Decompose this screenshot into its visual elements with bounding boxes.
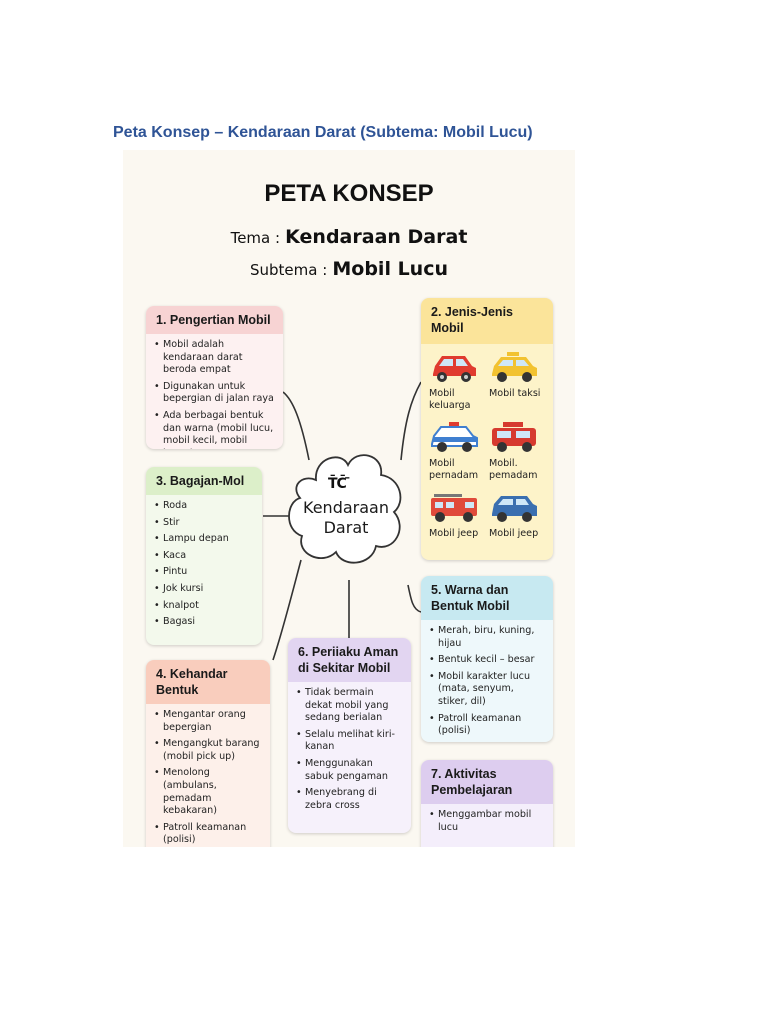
concept-map-poster: PETA KONSEP Tema : Kendaraan Darat Subte… [123, 150, 575, 847]
list-item: Menggunakan sabuk pengaman [296, 758, 403, 783]
section-pengertian-title: 1. Pengertian Mobil [146, 306, 283, 334]
list-item: Menyebrang di zebra cross [296, 787, 403, 812]
section-warna: 5. Warna dan Bentuk Mobil Merah, biru, k… [421, 576, 553, 742]
list-item: Roda [154, 500, 254, 513]
center-label-line2: Darat [323, 518, 369, 537]
blue-police-car-icon [431, 422, 478, 452]
list-item: Tidak bermain dekat mobil yang sedang be… [296, 687, 403, 725]
car-item: Mobil taksi [489, 352, 547, 400]
list-item: Mengangkut barang (mobil pick up) [154, 738, 262, 763]
list-item: Lampu depan [154, 533, 254, 546]
car-label: Mobil pernadam [429, 458, 479, 481]
list-item: Mobil karakter lucu (mata, senyum, stike… [429, 671, 545, 709]
car-item: Mobil jeep [489, 492, 547, 540]
car-item: Mobil. pemadam [489, 422, 547, 482]
list-item: Bagasi [154, 616, 254, 629]
list-item: Patroll keamanan (polisi) [429, 713, 545, 738]
center-cloud: T̄C̄ ̄ Kendaraan Darat [286, 440, 406, 575]
car-label: Mobil keluarga [429, 388, 471, 411]
center-label: Kendaraan Darat [286, 498, 406, 538]
tema-label: Tema : [230, 229, 281, 247]
list-item: Pintu [154, 566, 254, 579]
poster-title: PETA KONSEP [264, 180, 434, 207]
section-pengertian-list: Mobil adalah kendaraan darat beroda empa… [146, 334, 283, 449]
tema-line: Tema : Kendaraan Darat [123, 226, 575, 248]
section-jenis: 2. Jenis-Jenis Mobil Mobil keluarga [421, 298, 553, 560]
red-fire-truck-icon [431, 494, 477, 522]
car-label: Mobil jeep [429, 528, 479, 539]
car-grid: Mobil keluarga Mobil taksi Mobil [421, 344, 553, 554]
center-label-line1: Kendaraan [303, 498, 389, 517]
document-heading: Peta Konsep – Kendaraan Darat (Subtema: … [113, 124, 533, 141]
list-item: Bentuk kecil – besar [429, 654, 545, 667]
subtema-label: Subtema : [249, 261, 328, 279]
section-aktivitas: 7. Aktivitas Pembelajaran Menggambar mob… [421, 760, 553, 847]
list-item: Jok kursi [154, 583, 254, 596]
section-perilaku-title: 6. Periiaku Aman di Sekitar Mobil [288, 638, 411, 682]
list-item: Merah, biru, kuning, hijau [429, 625, 545, 650]
subtema-line: Subtema : Mobil Lucu [123, 258, 575, 280]
section-bagian-list: Roda Stir Lampu depan Kaca Pintu Jok kur… [146, 495, 262, 637]
car-item: Mobil pernadam [429, 422, 487, 482]
car-item: Mobil keluarga [429, 352, 487, 412]
list-item: Patroll keamanan (polisi) [154, 822, 262, 847]
red-fire-car-icon [492, 422, 536, 452]
section-perilaku: 6. Periiaku Aman di Sekitar Mobil Tidak … [288, 638, 411, 833]
section-kegunaan-list: Mengantar orang bepergian Mengangkut bar… [146, 704, 270, 847]
tema-value: Kendaraan Darat [285, 226, 468, 248]
section-warna-title: 5. Warna dan Bentuk Mobil [421, 576, 553, 620]
list-item: Selalu melihat kiri-kanan [296, 729, 403, 754]
subtema-value: Mobil Lucu [332, 258, 448, 280]
car-label: Mobil. pemadam [489, 458, 538, 481]
section-pengertian: 1. Pengertian Mobil Mobil adalah kendara… [146, 306, 283, 449]
cloud-scribble: T̄C̄ ̄ [328, 476, 351, 492]
car-label: Mobil taksi [489, 388, 541, 399]
list-item: Menolong (ambulans, pemadam kebakaran) [154, 767, 262, 817]
list-item: Digunakan untuk bepergian di jalan raya [154, 381, 275, 406]
connector-lines [263, 381, 422, 661]
list-item: Menggambar mobil lucu [429, 809, 545, 834]
list-item: Ada berbagai bentuk dan warna (mobil luc… [154, 410, 275, 449]
section-bagian: 3. Bagajan-Mol Roda Stir Lampu depan Kac… [146, 467, 262, 645]
car-item: Mobil jeep [429, 492, 487, 540]
blue-jeep-icon [492, 496, 537, 522]
section-jenis-title: 2. Jenis-Jenis Mobil [421, 298, 553, 344]
section-kegunaan-title: 4. Kehandar Bentuk [146, 660, 270, 704]
list-item: Kaca [154, 550, 254, 563]
section-aktivitas-title: 7. Aktivitas Pembelajaran [421, 760, 553, 804]
section-perilaku-list: Tidak bermain dekat mobil yang sedang be… [288, 682, 411, 820]
section-kegunaan: 4. Kehandar Bentuk Mengantar orang beper… [146, 660, 270, 847]
yellow-taxi-icon [492, 352, 537, 382]
car-label: Mobil jeep [489, 528, 539, 539]
list-item: Stir [154, 517, 254, 530]
section-aktivitas-list: Menggambar mobil lucu [421, 804, 553, 842]
list-item: Mobil adalah kendaraan darat beroda empa… [154, 339, 275, 377]
section-warna-list: Merah, biru, kuning, hijau Bentuk kecil … [421, 620, 553, 742]
section-bagian-title: 3. Bagajan-Mol [146, 467, 262, 495]
list-item: Mengantar orang bepergian [154, 709, 262, 734]
red-family-car-icon [433, 356, 476, 382]
list-item: knalpot [154, 600, 254, 613]
cloud-icon [288, 454, 402, 564]
